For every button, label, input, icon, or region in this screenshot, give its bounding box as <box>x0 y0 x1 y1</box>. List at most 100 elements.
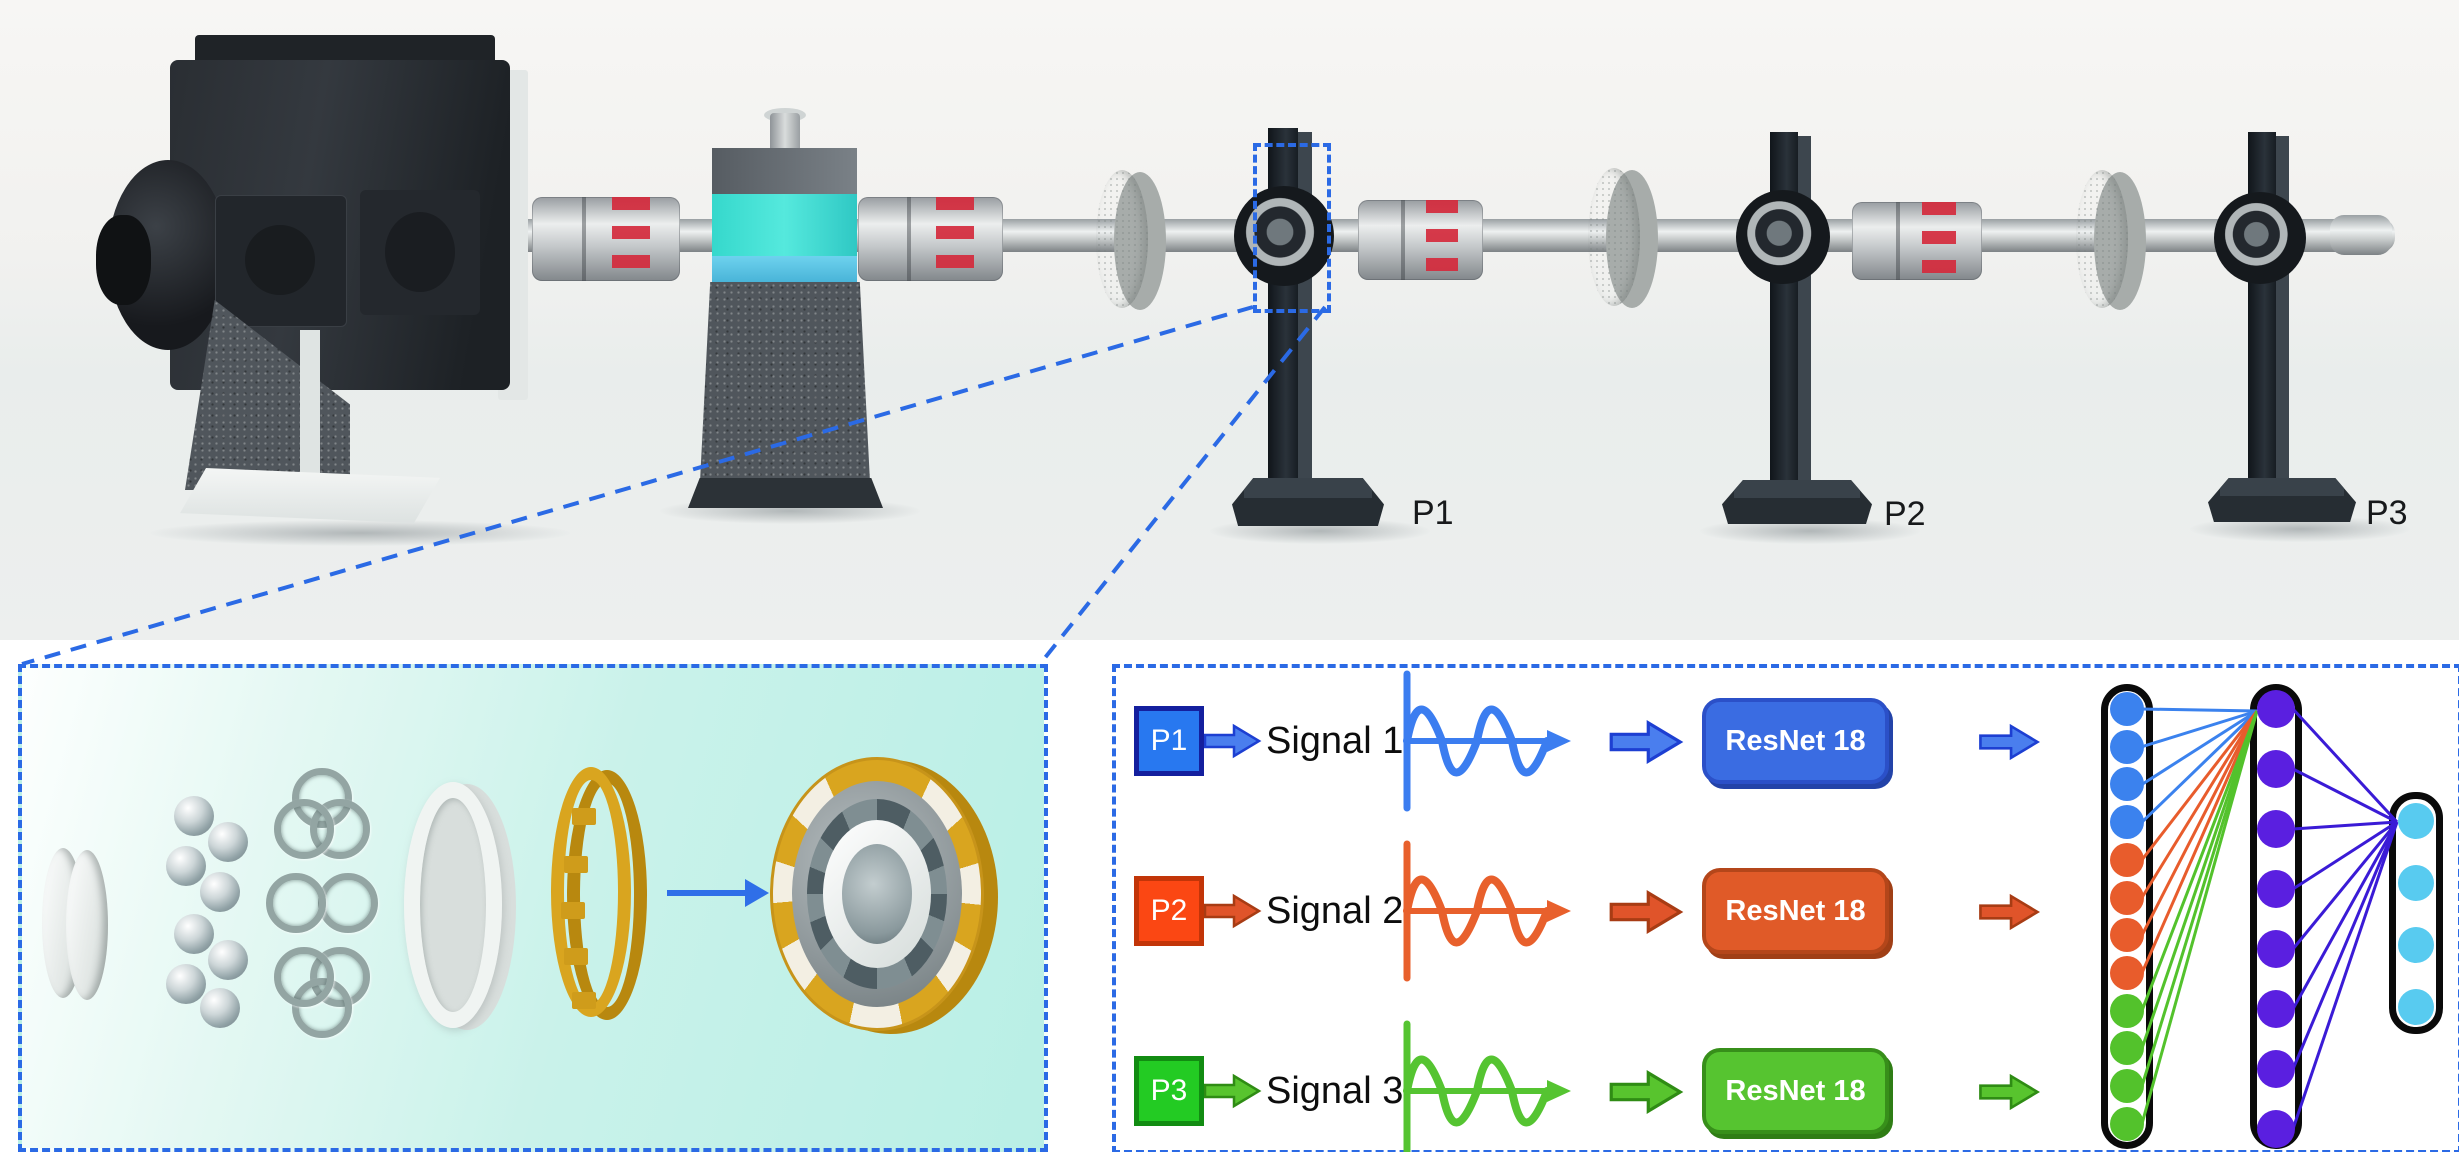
source-badge-label: P1 <box>1150 724 1188 757</box>
network-node <box>2257 870 2295 908</box>
gold-cage-tab <box>572 808 596 825</box>
arrow-icon <box>1609 1070 1684 1114</box>
pedestal-label-p2: P2 <box>1884 495 1926 533</box>
pedestal-label-p3: P3 <box>2366 494 2408 532</box>
fusion-network <box>2094 670 2459 1150</box>
torque-sensor-cyan-block <box>712 194 857 256</box>
inner-ring-half-right <box>66 850 108 1000</box>
motor-base-plate <box>180 468 440 523</box>
source-badge-label: P2 <box>1150 894 1188 927</box>
assembled-bearing-bore <box>842 844 912 944</box>
network-node <box>2110 692 2144 726</box>
pedestal-p2-side <box>1798 136 1811 500</box>
source-badge-p3: P3 <box>1134 1056 1204 1126</box>
bearing-ball <box>200 988 240 1028</box>
disk-2-side <box>1606 170 1658 308</box>
coupling-2 <box>858 197 1003 281</box>
motor-shadow <box>150 520 570 546</box>
arrow-icon <box>1609 720 1684 764</box>
network-node <box>2110 993 2144 1028</box>
arrow-icon <box>1609 890 1684 934</box>
gold-cage-tab <box>572 992 596 1009</box>
flywheel-disk-1 <box>1096 170 1148 308</box>
network-node <box>2110 880 2144 915</box>
network-node <box>2110 805 2144 840</box>
source-badge-p2: P2 <box>1134 876 1204 946</box>
exploded-bearing-panel <box>18 664 1048 1152</box>
network-node <box>2257 1050 2295 1088</box>
pedestal-p2-bar <box>1770 132 1798 500</box>
resnet-block: ResNet 18 <box>1702 698 1889 784</box>
pedestal-p1-base <box>1232 478 1384 526</box>
network-node <box>2110 729 2144 764</box>
coupling-3 <box>1358 200 1483 280</box>
bearing-ball <box>174 914 214 954</box>
pedestal-p2-base <box>1722 480 1872 524</box>
signal-label: Signal 3 <box>1266 1070 1404 1112</box>
sensor-bottom-band <box>712 256 857 282</box>
arrow-icon <box>1979 893 2041 931</box>
bearing-p3 <box>2214 192 2306 284</box>
bearing-p1 <box>1234 186 1334 286</box>
pipeline-row-p2: P2 Signal 2 ResNet 18 <box>1116 836 2176 986</box>
coupling-1 <box>532 197 680 281</box>
resnet-block: ResNet 18 <box>1702 868 1889 954</box>
cage-ring <box>318 873 378 933</box>
resnet-label: ResNet 18 <box>1725 724 1866 757</box>
gold-cage <box>551 767 631 1017</box>
network-node <box>2257 750 2295 788</box>
pedestal-label-p1: P1 <box>1412 494 1454 532</box>
gold-cage-tab <box>561 902 585 919</box>
pipeline-row-p1: P1 Signal 1 ResNet 18 <box>1116 666 2176 816</box>
arrow-icon <box>1204 893 1262 929</box>
motor-junction-cap <box>245 225 315 295</box>
arrow-icon <box>1204 1073 1262 1109</box>
sensor-top-block <box>712 148 857 194</box>
network-node <box>2110 1069 2144 1103</box>
arrow-icon <box>1979 1073 2041 1111</box>
cage-ring <box>274 799 334 859</box>
bearing-ball <box>166 964 206 1004</box>
network-node <box>2257 1110 2295 1148</box>
source-badge-p1: P1 <box>1134 706 1204 776</box>
disk-3-side <box>2094 172 2146 310</box>
pedestal-p3-bar <box>2248 132 2276 500</box>
disk-1-side <box>1114 172 1166 310</box>
network-node <box>2398 989 2434 1025</box>
sensor-granite-column <box>700 282 870 482</box>
flywheel-disk-3 <box>2076 170 2128 308</box>
assembly-arrow-head <box>745 879 769 907</box>
network-node <box>2398 865 2434 901</box>
pipeline-row-p3: P3 Signal 3 ResNet 18 <box>1116 1016 2176 1152</box>
gold-cage-tab <box>564 856 588 873</box>
network-node <box>2110 918 2144 953</box>
sensor-cap <box>770 113 800 153</box>
signal-label: Signal 1 <box>1266 720 1404 762</box>
network-node <box>2257 990 2295 1028</box>
waveform-icon <box>1403 670 1571 812</box>
sensor-column-base <box>688 478 883 508</box>
bearing-ball <box>208 940 248 980</box>
pedestal-p3-side <box>2276 136 2289 500</box>
arrow-icon <box>1979 723 2041 761</box>
waveform-icon <box>1403 840 1571 982</box>
bearing-zoom-highlight <box>1253 143 1331 313</box>
flywheel-disk-2 <box>1588 168 1640 306</box>
resnet-block: ResNet 18 <box>1702 1048 1889 1134</box>
bearing-p2 <box>1736 190 1830 284</box>
shaft-end-collar <box>2330 215 2392 255</box>
motor-support-rib <box>300 330 320 480</box>
cage-ring <box>274 947 334 1007</box>
network-node <box>2257 690 2295 728</box>
network-node <box>2398 927 2434 963</box>
network-node <box>2110 1106 2144 1141</box>
outer-ring <box>404 782 502 1028</box>
network-node <box>2398 803 2434 839</box>
bearing-ball <box>174 796 214 836</box>
resnet-label: ResNet 18 <box>1725 894 1866 927</box>
network-node <box>2110 767 2144 802</box>
motor-terminal-cap <box>385 212 455 292</box>
assembly-arrow-shaft <box>667 890 749 896</box>
signal-label: Signal 2 <box>1266 890 1404 932</box>
test-rig-render: P1 P2 P3 <box>0 0 2459 640</box>
